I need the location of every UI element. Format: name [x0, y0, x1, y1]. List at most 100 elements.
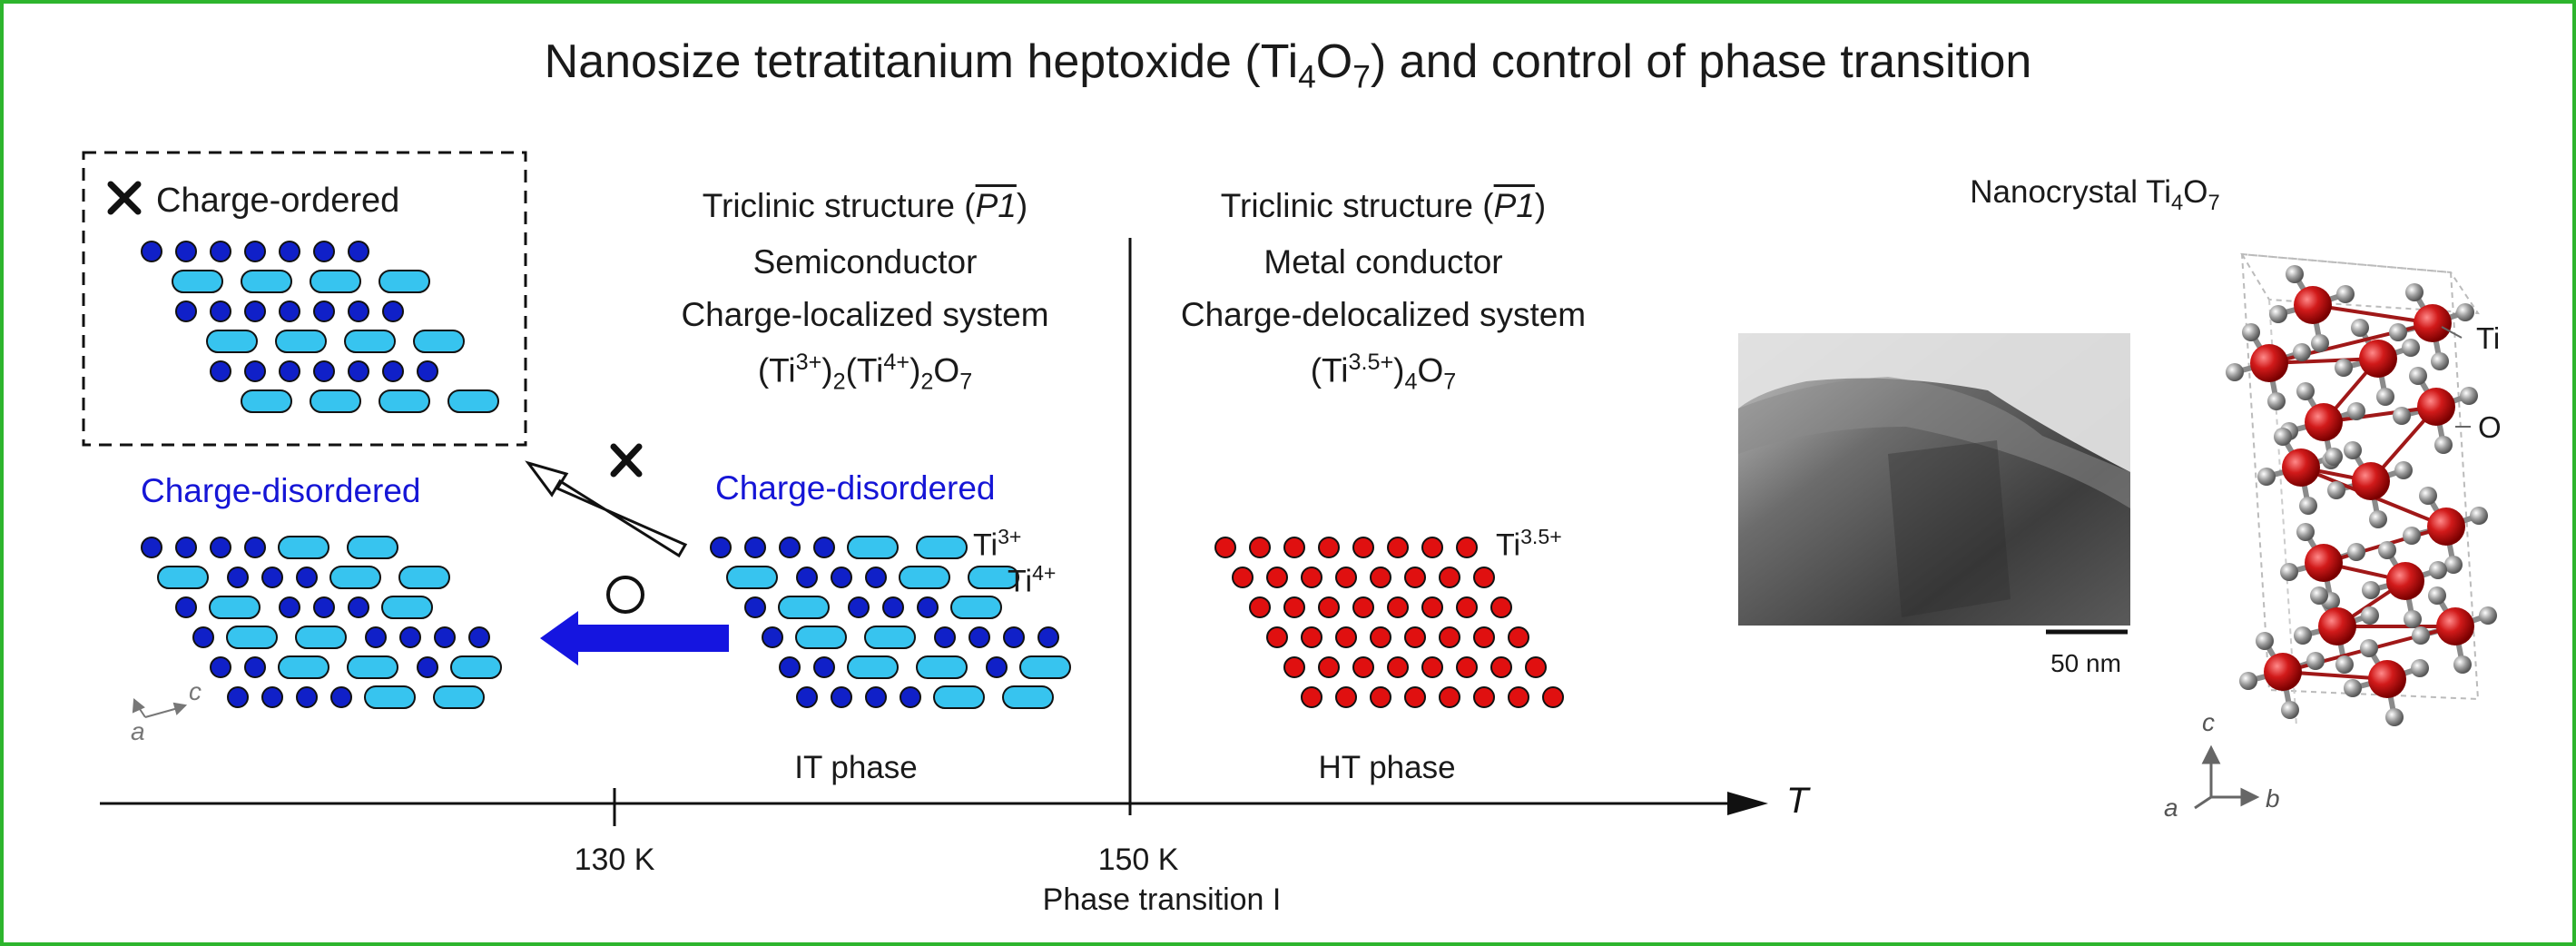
ti35-dot	[1370, 567, 1391, 588]
ht-formula: (Ti3.5+)4O7	[1310, 350, 1457, 395]
ti35-dot	[1421, 596, 1443, 618]
oxygen-atom	[2409, 367, 2427, 385]
ti3-dot	[244, 360, 266, 382]
ti3-dot	[900, 686, 921, 708]
oxygen-atom	[2403, 527, 2421, 545]
ti35-dot	[1283, 596, 1305, 618]
ti4-pill	[450, 655, 502, 679]
ti4-pill	[241, 270, 292, 293]
oxygen-atom	[2479, 606, 2497, 625]
ti35-dot	[1335, 626, 1357, 648]
titanium-atom	[2294, 286, 2332, 324]
ti35-dot	[1318, 656, 1340, 678]
ti4-pill	[447, 389, 499, 413]
ti35-dot	[1370, 686, 1391, 708]
titanium-atom	[2264, 653, 2302, 691]
ti3-dot	[744, 537, 766, 558]
ti3-dot	[244, 537, 266, 558]
ti3-dot	[192, 626, 214, 648]
ti3-dot	[279, 301, 300, 322]
ti4-label: Ti4+	[1008, 561, 1057, 599]
ti3-dot	[210, 241, 231, 262]
titanium-atom	[2250, 344, 2288, 382]
oxygen-atom	[2293, 343, 2311, 361]
titanium-atom	[2352, 462, 2390, 500]
oxygen-atom	[2286, 265, 2304, 283]
oxygen-atom	[2336, 285, 2355, 303]
ti35-dot	[1283, 656, 1305, 678]
ti3-dot	[296, 567, 318, 588]
axis-b-label: b	[2266, 784, 2280, 813]
lattice-charge-disordered-mid	[710, 536, 1071, 709]
ti3-dot	[261, 567, 283, 588]
ht-phase-label: HT phase	[1318, 750, 1456, 785]
ti3-dot	[382, 360, 404, 382]
ti3-dot	[831, 686, 852, 708]
cross-mark-arrow-icon	[610, 443, 643, 478]
ti4-pill	[278, 536, 329, 559]
titanium-atom	[2368, 660, 2406, 698]
lattice-charge-disordered-left	[141, 536, 502, 709]
ti35-dot	[1249, 596, 1271, 618]
ti3-dot	[779, 656, 801, 678]
ti3-dot	[865, 567, 887, 588]
oxygen-atom	[2226, 363, 2244, 381]
oxygen-atom	[2281, 701, 2299, 719]
oxygen-atom	[2296, 382, 2315, 400]
oxygen-atom	[2306, 652, 2325, 670]
ti35-dot	[1318, 596, 1340, 618]
charge-disordered-mid-label: Charge-disordered	[715, 469, 996, 507]
ti35-dot	[1352, 537, 1374, 558]
ti-pointer	[2441, 326, 2463, 339]
ti35-dot	[1508, 626, 1529, 648]
ti3-dot	[934, 626, 956, 648]
tick-130k-label: 130 K	[574, 843, 655, 877]
ti3-dot	[244, 656, 266, 678]
oxygen-atom	[2267, 392, 2286, 410]
oxygen-atom	[2402, 339, 2420, 357]
ti35-dot	[1266, 626, 1288, 648]
ti3-dot	[382, 301, 404, 322]
ti3-dot	[468, 626, 490, 648]
ti3-dot	[348, 596, 369, 618]
ti3-dot	[313, 360, 335, 382]
oxygen-atom	[2362, 581, 2380, 599]
ti35-dot	[1387, 656, 1409, 678]
ti3-dot	[434, 626, 456, 648]
ti35-dot	[1439, 567, 1460, 588]
ti35-label: Ti3.5+	[1496, 525, 1562, 563]
ti3-dot	[279, 596, 300, 618]
ht-property: Metal conductor	[1263, 243, 1503, 281]
oxygen-atom	[2310, 586, 2328, 605]
ti4-pill	[413, 330, 465, 353]
ti3-dot	[244, 241, 266, 262]
ti3-dot	[1037, 626, 1059, 648]
ti4-pill	[916, 536, 968, 559]
ti35-dot	[1404, 686, 1426, 708]
ti35-dot	[1387, 596, 1409, 618]
ti3-dot	[141, 241, 162, 262]
titanium-atom	[2282, 448, 2320, 487]
ti35-dot	[1301, 567, 1322, 588]
oxygen-atom	[2389, 323, 2407, 341]
ti35-dot	[1335, 567, 1357, 588]
unit-cell-top	[2240, 252, 2480, 315]
bond	[2312, 303, 2433, 325]
it-phase-label: IT phase	[794, 750, 918, 785]
ti3-dot	[762, 626, 783, 648]
ti3-dot	[417, 656, 438, 678]
oxygen-atom	[2419, 487, 2437, 505]
ti3-dot	[210, 360, 231, 382]
oxygen-atom	[2335, 655, 2354, 674]
ti4-pill	[778, 596, 830, 619]
oxygen-atom	[2311, 334, 2329, 352]
oxygen-atom	[2242, 323, 2260, 341]
ti3-dot	[831, 567, 852, 588]
oxygen-atom	[2412, 626, 2430, 645]
ti3-dot	[279, 360, 300, 382]
scale-bar-label: 50 nm	[2050, 649, 2121, 677]
oxygen-atom	[2369, 510, 2387, 528]
ti3-dot	[348, 241, 369, 262]
ti4-pill	[278, 655, 329, 679]
oxygen-atom	[2453, 655, 2472, 674]
